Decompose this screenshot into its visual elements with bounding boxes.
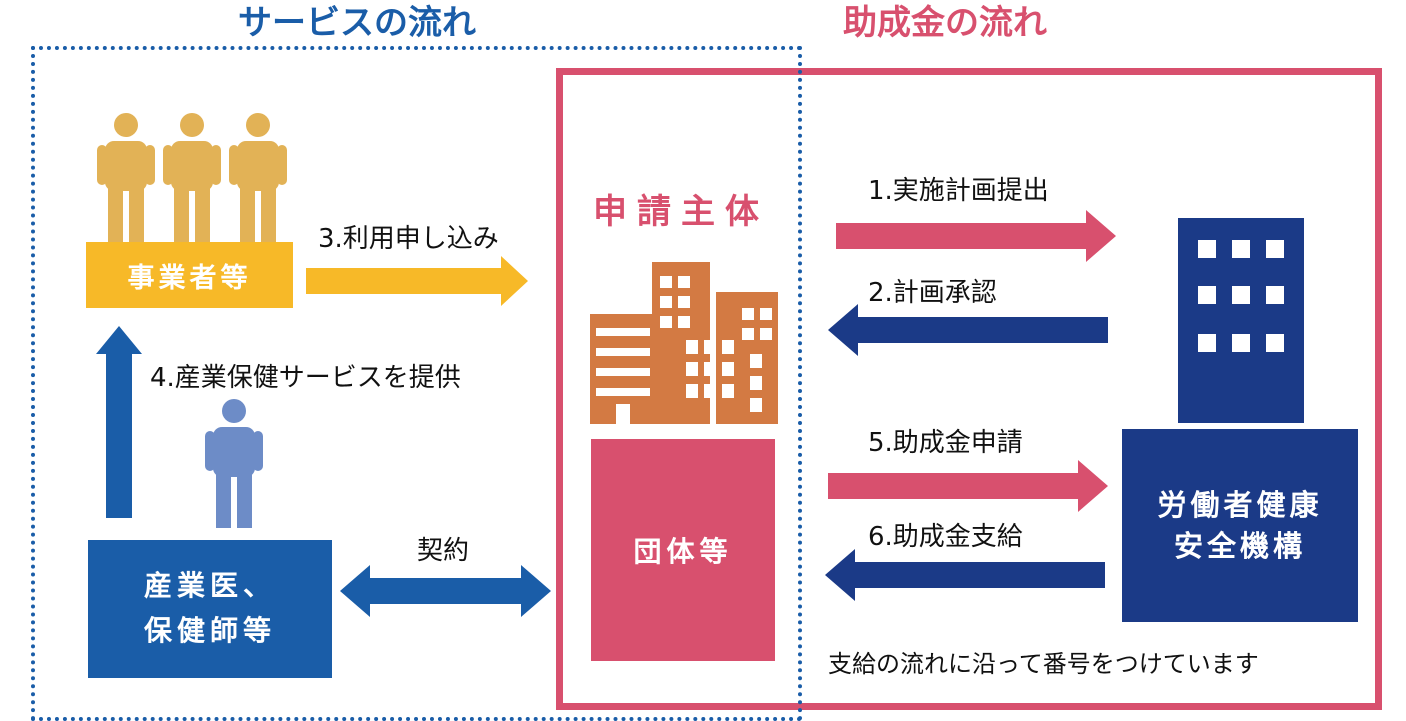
- step1-arrow: [836, 210, 1116, 262]
- worker-person-icon: [97, 113, 155, 242]
- step2-label: 2.計画承認: [868, 278, 997, 308]
- step6-label: 6.助成金支給: [868, 522, 1023, 552]
- step4-arrow: [96, 326, 142, 518]
- organization-box: 団体等: [591, 439, 775, 661]
- office-tower-icon: [1178, 218, 1304, 423]
- subsidy-flow-title: 助成金の流れ: [843, 3, 1047, 43]
- step5-arrow: [828, 460, 1108, 512]
- step4-label: 4.産業保健サービスを提供: [150, 363, 461, 393]
- numbering-note: 支給の流れに沿って番号をつけています: [828, 650, 1259, 678]
- workers-group-icon: [97, 113, 287, 242]
- subsidy-flow-frame: [556, 68, 1382, 710]
- step6-arrow: [825, 549, 1105, 601]
- contract-label: 契約: [417, 536, 470, 566]
- service-flow-frame: [31, 46, 802, 721]
- applicant-label: 申請主体: [593, 192, 769, 232]
- step3-label: 3.利用申し込み: [318, 224, 499, 254]
- step3-arrow: [306, 256, 528, 306]
- step2-arrow: [828, 304, 1108, 356]
- doctor-person-icon: [205, 399, 263, 528]
- service-flow-title: サービスの流れ: [238, 3, 476, 43]
- jhsa-box: 労働者健康 安全機構: [1122, 429, 1358, 622]
- worker-person-icon: [163, 113, 221, 242]
- employers-box: 事業者等: [86, 242, 293, 308]
- step1-label: 1.実施計画提出: [868, 176, 1049, 206]
- step5-label: 5.助成金申請: [868, 428, 1023, 458]
- worker-person-icon: [229, 113, 287, 242]
- occupational-doctors-box: 産業医、 保健師等: [88, 540, 332, 678]
- office-buildings-icon: [590, 262, 778, 424]
- contract-arrow: [340, 565, 551, 617]
